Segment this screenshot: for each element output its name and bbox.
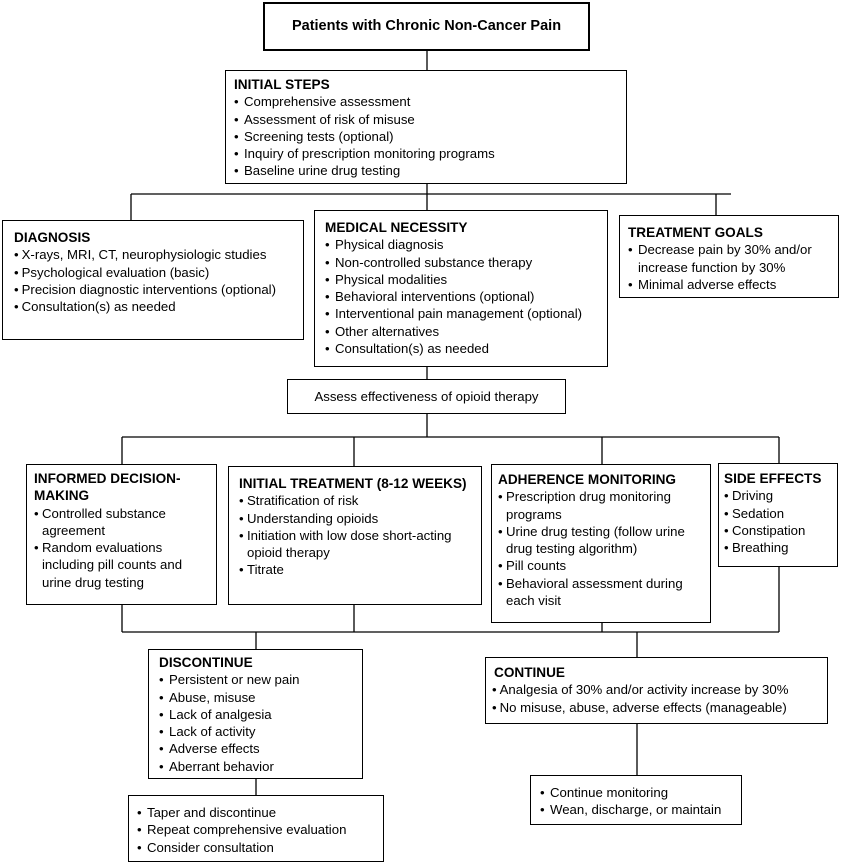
side-effects-list: Driving Sedation Constipation Breathing — [724, 487, 835, 556]
informed-decision-list: Controlled substance agreement Random ev… — [34, 505, 212, 591]
initial-steps-list: Comprehensive assessment Assessment of r… — [234, 93, 626, 180]
list-item: Driving — [724, 487, 835, 505]
list-item: Adverse effects — [159, 740, 362, 758]
list-item: Consider consultation — [137, 839, 383, 857]
list-item: Lack of activity — [159, 723, 362, 741]
list-item: Physical modalities — [325, 271, 607, 289]
list-item: Consultation(s) as needed — [325, 340, 607, 358]
list-item: Minimal adverse effects — [628, 276, 834, 294]
list-item: Physical diagnosis — [325, 236, 607, 254]
continue-monitoring-box: Continue monitoring Wean, discharge, or … — [530, 775, 742, 825]
discontinue-heading: DISCONTINUE — [159, 655, 253, 670]
list-item: Initiation with low dose short-acting op… — [239, 527, 477, 562]
list-item: Consultation(s) as needed — [14, 298, 299, 315]
list-item: Controlled substance agreement — [34, 505, 212, 540]
list-item: Pill counts — [498, 557, 706, 575]
list-item: Persistent or new pain — [159, 671, 362, 689]
discontinue-box: DISCONTINUE Persistent or new pain Abuse… — [148, 649, 363, 779]
side-effects-heading: SIDE EFFECTS — [724, 471, 822, 486]
initial-treatment-list: Stratification of risk Understanding opi… — [239, 492, 477, 579]
assess-box: Assess effectiveness of opioid therapy — [287, 379, 566, 414]
list-item: Comprehensive assessment — [234, 93, 626, 111]
continue-monitoring-list: Continue monitoring Wean, discharge, or … — [540, 784, 741, 819]
list-item: Understanding opioids — [239, 510, 477, 528]
list-item: Aberrant behavior — [159, 758, 362, 776]
list-item: Random evaluations including pill counts… — [34, 539, 212, 591]
list-item: Breathing — [724, 539, 835, 557]
list-item: Other alternatives — [325, 323, 607, 341]
list-item: Constipation — [724, 522, 835, 540]
list-item: Prescription drug monitoring programs — [498, 488, 706, 523]
list-item: Interventional pain management (optional… — [325, 305, 607, 323]
list-item: Wean, discharge, or maintain — [540, 801, 741, 819]
list-item: X-rays, MRI, CT, neurophysiologic studie… — [14, 246, 299, 263]
list-item: Sedation — [724, 505, 835, 523]
title-text: Patients with Chronic Non-Cancer Pain — [291, 17, 562, 34]
continue-list: Analgesia of 30% and/or activity increas… — [492, 681, 827, 716]
side-effects-box: SIDE EFFECTS Driving Sedation Constipati… — [718, 463, 838, 567]
list-item: Non-controlled substance therapy — [325, 254, 607, 272]
list-item: Behavioral assessment during each visit — [498, 575, 706, 610]
diagnosis-list: X-rays, MRI, CT, neurophysiologic studie… — [14, 246, 299, 315]
adherence-monitoring-box: ADHERENCE MONITORING Prescription drug m… — [491, 464, 711, 623]
initial-steps-box: INITIAL STEPS Comprehensive assessment A… — [225, 70, 627, 184]
list-item: Inquiry of prescription monitoring progr… — [234, 145, 626, 163]
diagnosis-heading: DIAGNOSIS — [14, 230, 91, 245]
list-item: Psychological evaluation (basic) — [14, 264, 299, 281]
treatment-goals-heading: TREATMENT GOALS — [628, 225, 763, 240]
taper-box: Taper and discontinue Repeat comprehensi… — [128, 795, 384, 862]
list-item: Stratification of risk — [239, 492, 477, 510]
initial-treatment-heading: INITIAL TREATMENT (8-12 WEEKS) — [239, 476, 467, 491]
list-item: Titrate — [239, 561, 477, 579]
list-item: Lack of analgesia — [159, 706, 362, 724]
initial-steps-heading: INITIAL STEPS — [234, 77, 330, 92]
treatment-goals-box: TREATMENT GOALS Decrease pain by 30% and… — [619, 215, 839, 298]
list-item: Urine drug testing (follow urine drug te… — [498, 523, 706, 558]
list-item: Repeat comprehensive evaluation — [137, 821, 383, 839]
informed-decision-box: INFORMED DECISION-MAKING Controlled subs… — [26, 464, 217, 605]
list-item: Decrease pain by 30% and/or increase fun… — [628, 241, 834, 276]
list-item: Behavioral interventions (optional) — [325, 288, 607, 306]
list-item: Continue monitoring — [540, 784, 741, 802]
list-item: Screening tests (optional) — [234, 128, 626, 146]
diagnosis-box: DIAGNOSIS X-rays, MRI, CT, neurophysiolo… — [2, 220, 304, 340]
continue-box: CONTINUE Analgesia of 30% and/or activit… — [485, 657, 828, 724]
list-item: Taper and discontinue — [137, 804, 383, 822]
list-item: Assessment of risk of misuse — [234, 111, 626, 129]
list-item: Analgesia of 30% and/or activity increas… — [492, 681, 827, 698]
initial-treatment-box: INITIAL TREATMENT (8-12 WEEKS) Stratific… — [228, 466, 482, 605]
list-item: Baseline urine drug testing — [234, 162, 626, 180]
informed-decision-heading: INFORMED DECISION-MAKING — [34, 471, 181, 504]
adherence-monitoring-heading: ADHERENCE MONITORING — [498, 472, 676, 487]
title-box: Patients with Chronic Non-Cancer Pain — [263, 2, 590, 51]
medical-necessity-list: Physical diagnosis Non-controlled substa… — [325, 236, 607, 357]
discontinue-list: Persistent or new pain Abuse, misuse Lac… — [159, 671, 362, 775]
adherence-monitoring-list: Prescription drug monitoring programs Ur… — [498, 488, 706, 609]
list-item: Abuse, misuse — [159, 689, 362, 707]
treatment-goals-list: Decrease pain by 30% and/or increase fun… — [628, 241, 834, 293]
assess-text: Assess effectiveness of opioid therapy — [314, 388, 539, 404]
medical-necessity-heading: MEDICAL NECESSITY — [325, 220, 468, 235]
continue-heading: CONTINUE — [494, 665, 565, 680]
taper-list: Taper and discontinue Repeat comprehensi… — [137, 804, 383, 856]
medical-necessity-box: MEDICAL NECESSITY Physical diagnosis Non… — [314, 210, 608, 367]
list-item: Precision diagnostic interventions (opti… — [14, 281, 299, 298]
list-item: No misuse, abuse, adverse effects (manag… — [492, 699, 827, 716]
